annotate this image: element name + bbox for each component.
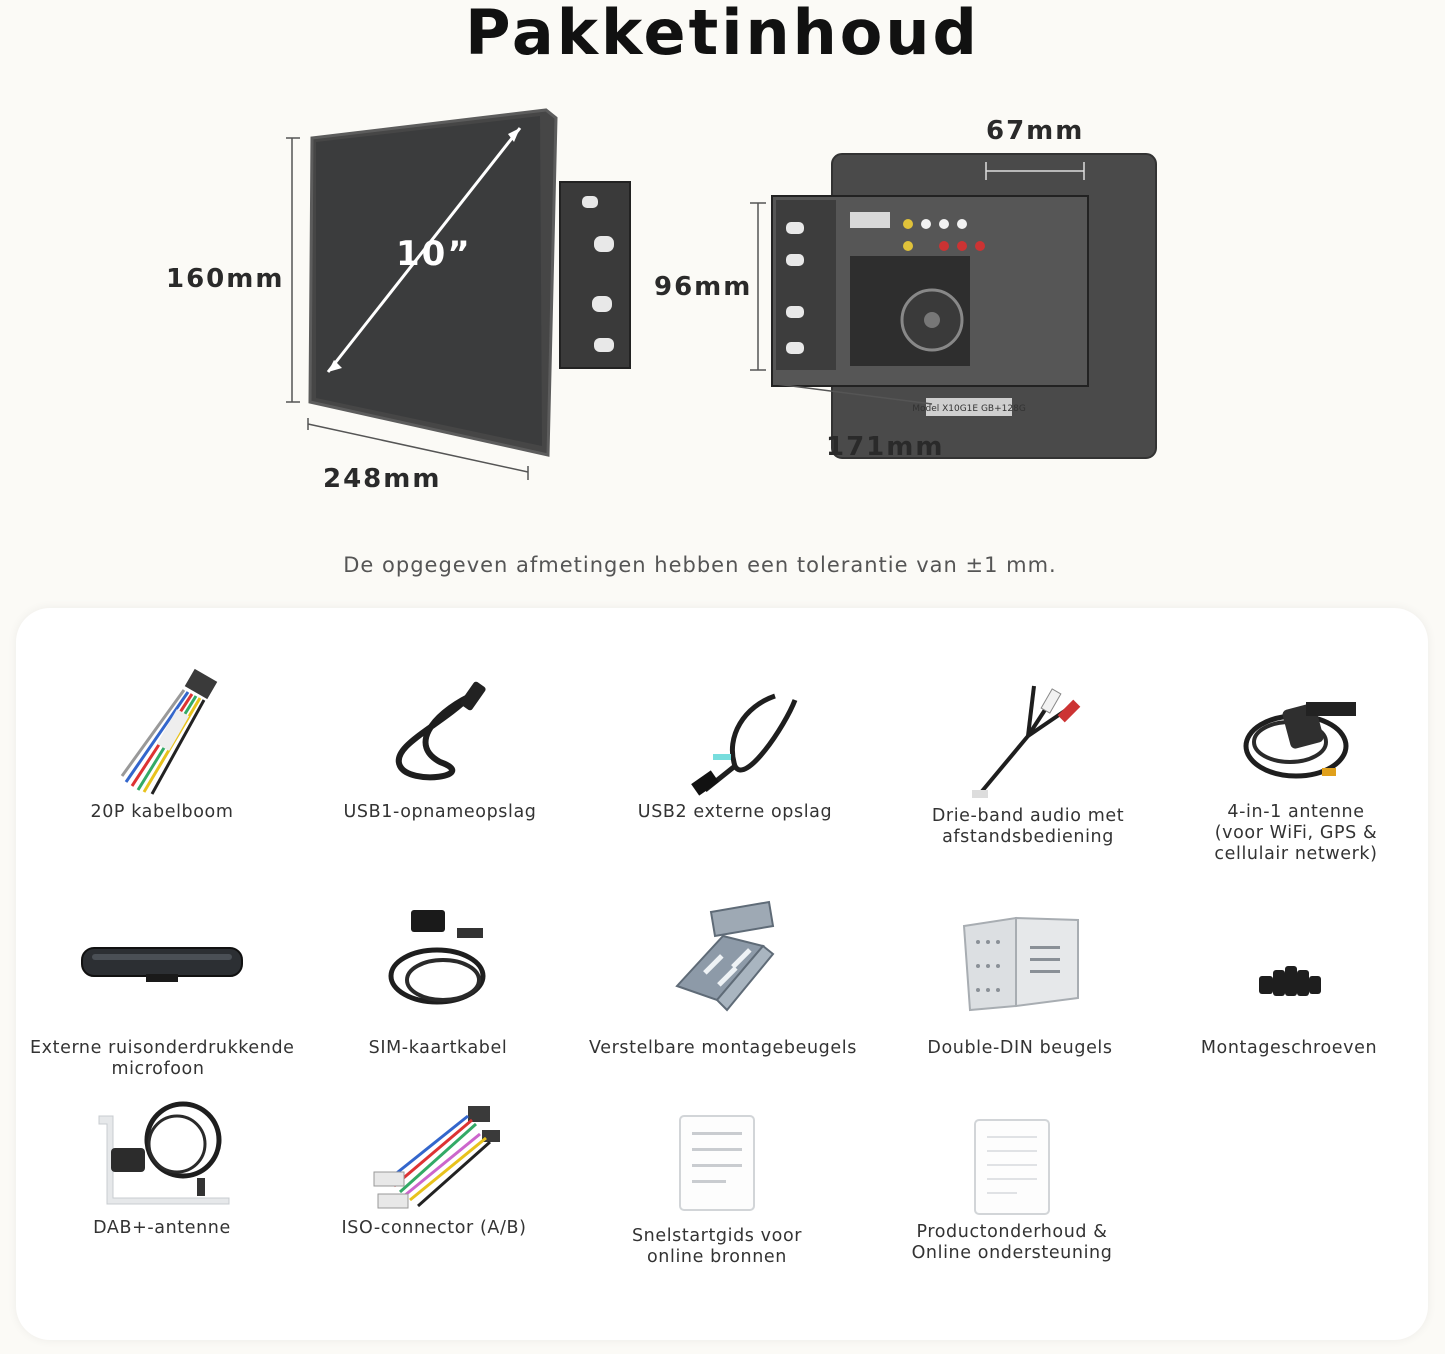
front-width-label: 248mm [323,464,442,494]
screws-icon [1259,966,1321,996]
antenna-icon [1243,702,1356,779]
item-product-support: Productonderhoud &Online ondersteuning [904,1116,1120,1264]
back-height-label: 96mm [654,272,753,302]
back-width-label: 171mm [826,432,945,462]
front-height-label: 160mm [166,264,285,294]
item-usb2-storage: USB2 externe opslag [630,666,840,823]
page-title: Pakketinhoud [465,0,980,69]
item-iso-connector: ISO-connector (A/B) [336,1094,532,1239]
screen-diagonal-label: 10” [396,234,472,274]
item-double-din-brackets: Double-DIN beugels [920,906,1120,1059]
item-label: Double-DIN beugels [927,1038,1113,1058]
usb-cable-icon [395,681,486,781]
product-dimension-illustration: Model X10G1E GB+128G [286,108,1157,480]
guide-icon [679,1115,755,1211]
item-label: 20P kabelboom [90,802,234,822]
microphone-icon [81,947,243,982]
item-dab-antenna: DAB+-antenne [76,1094,248,1239]
sim-cable-icon [388,910,486,1005]
item-label: 4-in-1 antenne(voor WiFi, GPS &cellulair… [1214,802,1378,864]
item-label: Productonderhoud &Online ondersteuning [911,1222,1113,1263]
item-adjustable-brackets: Verstelbare montagebeugels [586,896,860,1059]
item-usb1-recording: USB1-opnameopslag [330,666,550,823]
item-sim-cable: SIM-kaartkabel [348,906,528,1059]
product-label: Model X10G1E GB+128G [912,404,1026,414]
item-label: USB2 externe opslag [637,802,833,822]
front-view [286,108,631,480]
item-label: Verstelbare montagebeugels [589,1038,857,1058]
item-wire-harness: 20P kabelboom [60,666,264,823]
back-view: Model X10G1E GB+128G [750,153,1157,459]
item-label: USB1-opnameopslag [343,802,537,822]
din-bracket-icon [962,916,1079,1012]
back-depth-label: 67mm [986,116,1085,146]
item-mounting-screws: Montageschroeven [1196,906,1382,1059]
item-label: SIM-kaartkabel [368,1038,508,1058]
mounting-bracket-icon [675,900,775,1012]
item-label: DAB+-antenne [93,1218,231,1238]
iso-connector-icon [373,1106,500,1209]
item-label: ISO-connector (A/B) [341,1218,527,1238]
usb-cable-icon [691,693,798,796]
document-icon [974,1119,1050,1215]
tolerance-note: De opgegeven afmetingen hebben een toler… [343,553,1057,577]
item-label: Montageschroeven [1200,1038,1378,1058]
item-4in1-antenna: 4-in-1 antenne(voor WiFi, GPS &cellulair… [1196,666,1396,865]
wire-harness-icon [120,668,218,795]
dab-antenna-icon [98,1101,230,1205]
rca-cable-icon [972,685,1081,798]
